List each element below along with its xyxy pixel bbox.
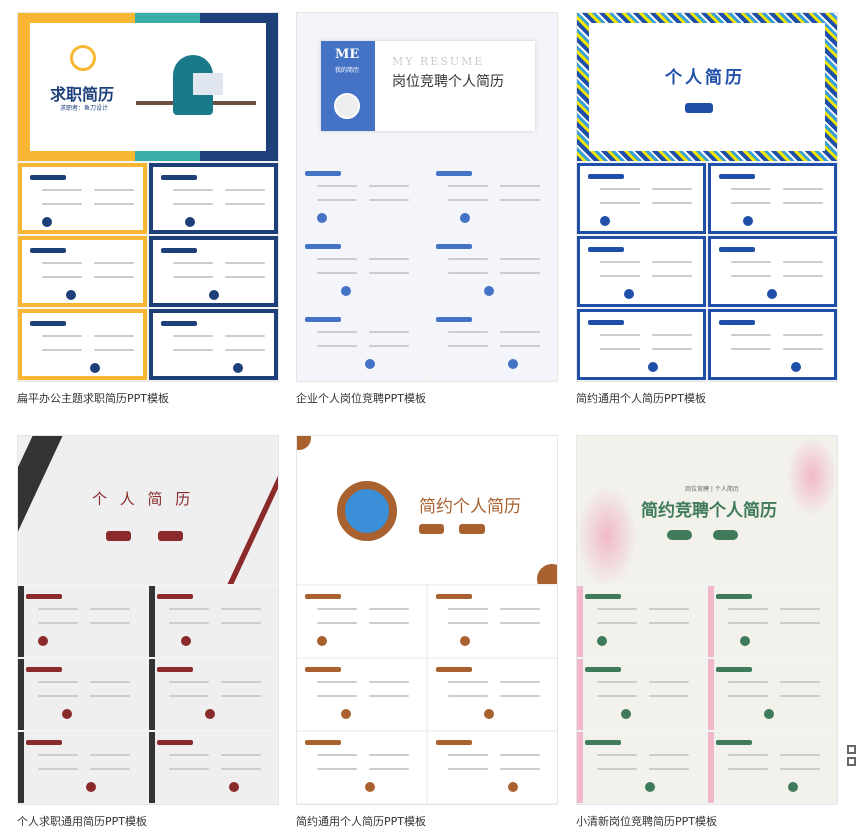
hero-badge: ME [335, 47, 360, 62]
template-title-link[interactable]: 简约通用个人简历PPT模板 [576, 392, 706, 405]
template-title-link[interactable]: 扁平办公主题求职简历PPT模板 [17, 392, 169, 405]
slide-thumbnail [18, 659, 147, 730]
template-cover-preview[interactable]: 简约个人简历 [297, 436, 557, 584]
slide-thumbnail [428, 659, 557, 730]
slide-thumbnail [18, 236, 147, 307]
slide-thumbnail [149, 586, 278, 657]
side-toolbar-button[interactable] [845, 742, 857, 772]
square-icon [846, 757, 856, 766]
hero-title: 求职简历 [50, 85, 115, 104]
template-cover-preview[interactable]: 个人简历 [577, 13, 837, 161]
slide-thumbnail [577, 309, 706, 380]
slide-thumbnail [149, 163, 278, 234]
clock-icon [70, 45, 96, 71]
slide-thumbnail [708, 236, 837, 307]
template-title-link[interactable]: 小清新岗位竞聘简历PPT模板 [576, 815, 717, 828]
slide-thumbnail [708, 163, 837, 234]
template-card[interactable]: 岗位竞聘 | 个人简历简约竞聘个人简历 [576, 435, 838, 805]
slide-thumbnail [577, 659, 706, 730]
slide-thumbnail [708, 732, 837, 803]
slide-thumbnail [428, 163, 557, 234]
template-card[interactable]: 求职简历求职者：鱼刀设计 [17, 12, 279, 382]
template-title-link[interactable]: 企业个人岗位竞聘PPT模板 [296, 392, 426, 405]
portrait-icon [334, 93, 360, 119]
slide-thumbnail [428, 732, 557, 803]
hero-title: 简约个人简历 [419, 497, 521, 517]
slide-thumbnail [149, 732, 278, 803]
hero-subtitle: 求职者：鱼刀设计 [60, 105, 109, 112]
hero-title: 岗位竞聘个人简历 [392, 74, 504, 90]
slide-thumbnail [297, 236, 426, 307]
template-card[interactable]: 简约个人简历 [296, 435, 558, 805]
slide-thumbnail [428, 586, 557, 657]
slide-thumbnail [297, 309, 426, 380]
hero-title: 个人简历 [665, 68, 745, 88]
template-cover-preview[interactable]: 岗位竞聘 | 个人简历简约竞聘个人简历 [577, 436, 837, 584]
slide-thumbnail [297, 659, 426, 730]
slide-thumbnail [297, 586, 426, 657]
template-title-link[interactable]: 简约通用个人简历PPT模板 [296, 815, 426, 828]
slide-thumbnail [577, 586, 706, 657]
hero-label: MY RESUME [392, 55, 485, 68]
slide-thumbnail [297, 163, 426, 234]
template-card[interactable]: ME 我的简历 MY RESUME 岗位竞聘个人简历 [296, 12, 558, 382]
slide-thumbnail [149, 309, 278, 380]
slide-thumbnail [708, 309, 837, 380]
hero-label: 岗位竞聘 | 个人简历 [685, 486, 739, 493]
template-card[interactable]: 个 人 简 历 [17, 435, 279, 805]
template-cover-preview[interactable]: 个 人 简 历 [18, 436, 278, 584]
square-icon [846, 745, 856, 754]
hero-title: 个 人 简 历 [92, 490, 195, 508]
slide-thumbnail [297, 732, 426, 803]
template-cover-preview[interactable]: ME 我的简历 MY RESUME 岗位竞聘个人简历 [297, 13, 557, 161]
slide-thumbnail [428, 236, 557, 307]
template-title-link[interactable]: 个人求职通用简历PPT模板 [17, 815, 147, 828]
slide-thumbnail [708, 659, 837, 730]
hero-title: 简约竞聘个人简历 [641, 501, 777, 521]
slide-thumbnail [149, 236, 278, 307]
slide-thumbnail [18, 586, 147, 657]
slide-thumbnail [708, 586, 837, 657]
slide-thumbnail [18, 309, 147, 380]
hero-subtitle: 我的简历 [335, 67, 360, 74]
slide-thumbnail [577, 236, 706, 307]
slide-thumbnail [428, 309, 557, 380]
slide-thumbnail [149, 659, 278, 730]
slide-thumbnail [577, 163, 706, 234]
template-cover-preview[interactable]: 求职简历求职者：鱼刀设计 [18, 13, 278, 161]
template-card[interactable]: 个人简历 [576, 12, 838, 382]
slide-thumbnail [18, 732, 147, 803]
slide-thumbnail [18, 163, 147, 234]
slide-thumbnail [577, 732, 706, 803]
